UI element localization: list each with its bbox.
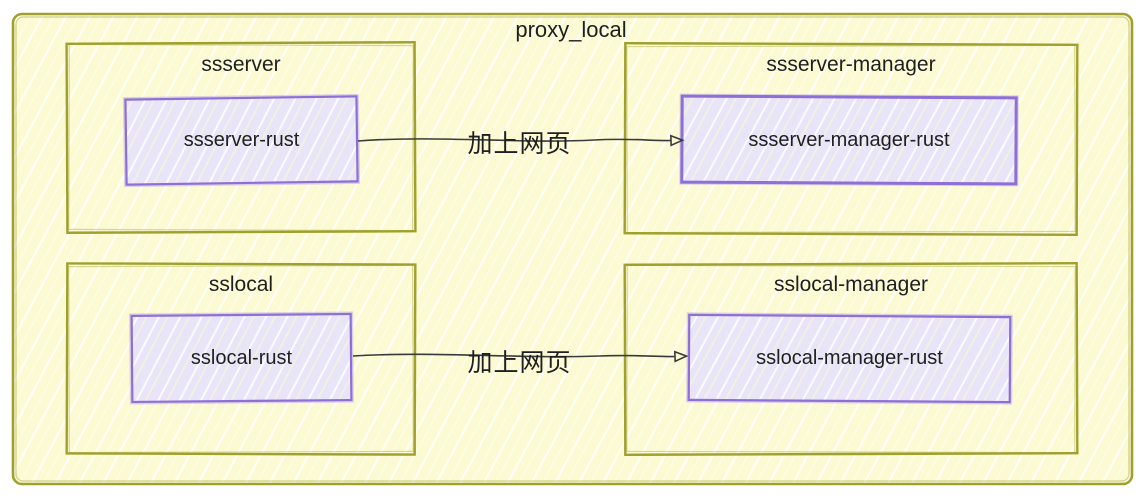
node-sslocal-rust xyxy=(130,312,353,404)
group-box-ssserver xyxy=(65,41,417,234)
group-box-sslocal-manager-sketch xyxy=(626,264,1076,454)
node-label-sslocal-rust: sslocal-rust xyxy=(190,346,293,369)
node-label-ssserver-manager-rust: ssserver-manager-rust xyxy=(748,128,950,151)
node-label-sslocal-manager-rust: sslocal-manager-rust xyxy=(756,347,943,369)
edge-label-top: 加上网页 xyxy=(467,130,572,158)
diagram-title: proxy_local xyxy=(515,17,627,42)
group-title-ssserver-manager: ssserver-manager xyxy=(766,53,936,76)
group-title-sslocal: sslocal xyxy=(208,273,274,296)
edge-label-bottom: 加上网页 xyxy=(467,349,572,377)
node-label-ssserver-rust: ssserver-rust xyxy=(183,129,300,151)
group-box-ssserver-manager xyxy=(623,42,1079,236)
arrow-ssserver-to-ssserver-manager xyxy=(357,134,685,147)
group-title-ssserver: ssserver xyxy=(201,53,281,76)
group-box-sslocal xyxy=(65,262,417,456)
group-box-sslocal-sketch xyxy=(68,264,414,454)
node-sslocal-manager-rust xyxy=(687,313,1012,404)
node-ssserver-rust xyxy=(124,95,359,186)
arrow-sslocal-to-sslocal-manager xyxy=(352,350,689,363)
container-proxy-local xyxy=(11,12,1134,486)
group-title-sslocal-manager: sslocal-manager xyxy=(773,273,929,296)
container-sketch-stroke xyxy=(15,16,1130,482)
group-box-sslocal-manager xyxy=(623,262,1079,456)
